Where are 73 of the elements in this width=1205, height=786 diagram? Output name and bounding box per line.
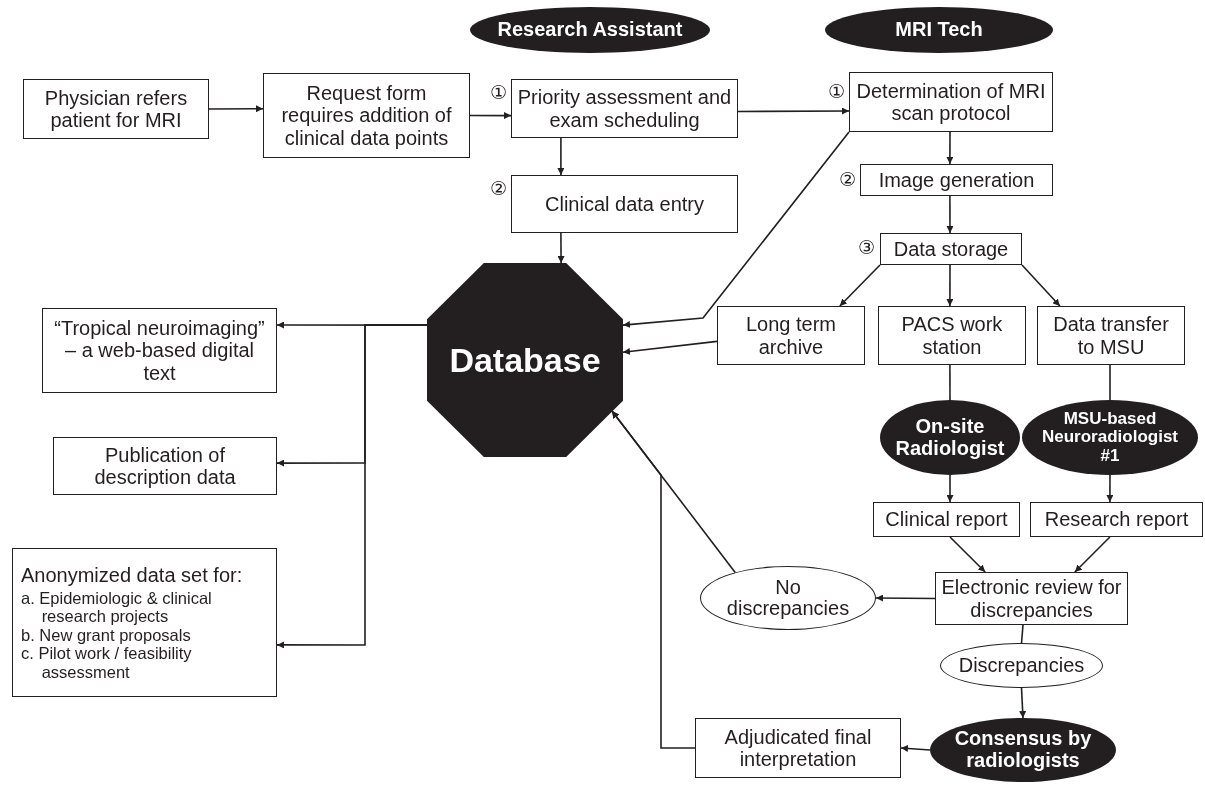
box-text: Priority assessment and exam scheduling — [517, 86, 732, 131]
list-item: c. Pilot work / feasibility assessment — [21, 644, 193, 682]
box-heading: Anonymized data set for: — [21, 563, 243, 586]
box-text: Image generation — [878, 168, 1035, 192]
connector-line — [1109, 364, 1111, 401]
box-text: Data transfer to MSU — [1052, 313, 1170, 358]
arrow — [839, 264, 881, 307]
arrow — [875, 594, 936, 602]
list-item: b. New grant proposals — [21, 625, 191, 645]
process-box — [880, 233, 1022, 265]
box-text: Research report — [1044, 508, 1189, 531]
arrow — [1019, 687, 1027, 719]
box-text: Physician refers patient for MRI — [43, 86, 189, 132]
arrow — [946, 131, 954, 165]
process-box — [511, 175, 738, 233]
process-box — [935, 572, 1128, 625]
process-box — [1030, 502, 1203, 537]
arrow — [622, 131, 850, 328]
output-box — [12, 548, 277, 697]
arrow — [1074, 536, 1111, 573]
box-text: Data storage — [893, 237, 1009, 261]
arrow — [276, 324, 428, 649]
box-text: Clinical report — [885, 508, 1008, 531]
database-label: Database — [449, 340, 601, 380]
arrow — [208, 105, 264, 113]
step-number: ③ — [858, 238, 876, 257]
arrow — [1021, 264, 1061, 307]
box-text: Publication of description data — [93, 443, 237, 489]
arrow — [1106, 474, 1114, 503]
step-number: ① — [828, 82, 846, 101]
output-box — [53, 437, 277, 495]
box-text: Electronic review for discrepancies — [941, 576, 1122, 621]
arrow — [622, 340, 718, 355]
connector-line — [949, 364, 951, 401]
process-box — [695, 718, 901, 778]
outcome-label: Discrepancies — [958, 655, 1085, 676]
process-box — [263, 73, 470, 158]
box-text: Clinical data entry — [545, 192, 704, 216]
arrow — [737, 107, 850, 115]
process-box — [23, 79, 209, 139]
process-box — [873, 502, 1020, 537]
role-label: Consensus by radiologists — [953, 728, 1093, 772]
arrow — [946, 474, 954, 503]
process-box — [849, 72, 1053, 132]
role-label: MSU-based Neuroradiologist #1 — [1041, 409, 1179, 466]
role-label: On-site Radiologist — [894, 415, 1006, 460]
step-number: ② — [839, 170, 857, 189]
arrow — [611, 410, 736, 574]
arrow — [949, 536, 986, 573]
box-text: Request form requires addition of clinical data points — [280, 81, 453, 150]
process-box — [878, 306, 1026, 365]
output-box — [42, 308, 277, 393]
process-box — [860, 164, 1053, 196]
role-label: Research Assistant — [497, 19, 683, 41]
box-text: Adjudicated final interpretation — [723, 725, 873, 771]
step-number: ② — [490, 179, 508, 198]
outcome-label: No discrepancies — [725, 577, 851, 619]
arrow — [557, 232, 565, 264]
process-box — [717, 306, 865, 365]
arrow — [557, 137, 565, 176]
process-box — [511, 79, 738, 138]
role-label: MRI Tech — [895, 19, 983, 41]
box-text: Determination of MRI scan protocol — [855, 79, 1047, 125]
connector-line — [1020, 624, 1024, 644]
box-text: PACS work station — [900, 313, 1004, 358]
arrow — [946, 195, 954, 234]
box-text: “Tropical neuroimaging” – a web-based digital text — [53, 316, 266, 385]
arrow — [900, 745, 931, 752]
process-box — [1037, 306, 1185, 365]
arrow — [946, 264, 954, 307]
box-text: Long term archive — [744, 313, 838, 358]
step-number: ① — [490, 83, 508, 102]
arrow — [469, 112, 512, 120]
